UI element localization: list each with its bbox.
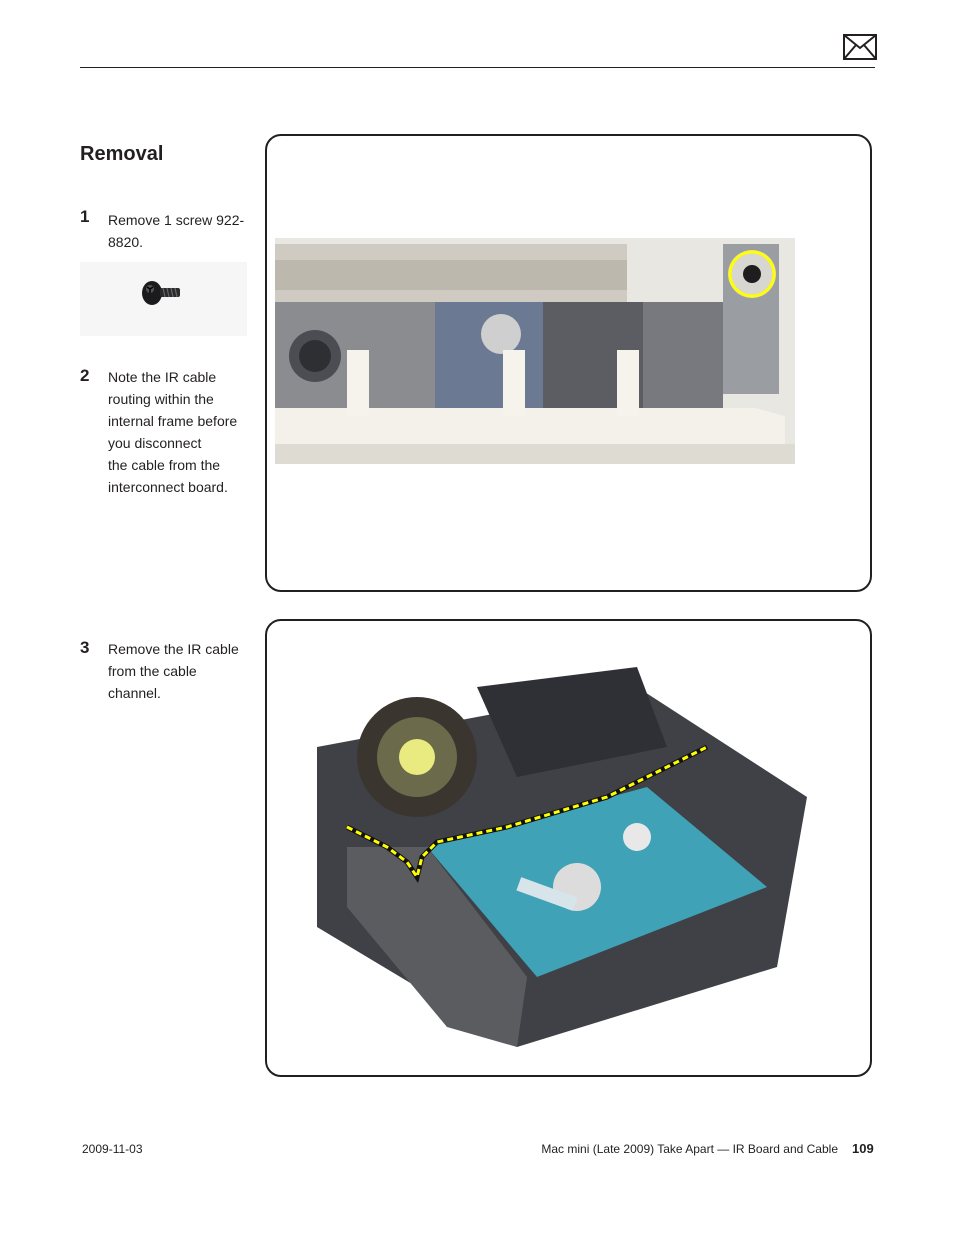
section-title: Removal — [80, 143, 164, 165]
screw-icon — [142, 281, 180, 305]
step-1-number: 1 — [80, 207, 90, 226]
envelope-icon[interactable] — [843, 34, 877, 60]
ir-board-photo-frame — [265, 134, 872, 592]
ir-board-photo — [275, 238, 795, 464]
hard-drive-photo-frame — [265, 619, 872, 1077]
header-rule — [80, 67, 875, 68]
step-3-text: Remove the IR cable from the cable chann… — [108, 641, 239, 701]
footer-doc-title: Mac mini (Late 2009) Take Apart — IR Boa… — [541, 1142, 838, 1156]
step-3-number: 3 — [80, 638, 90, 657]
footer-date: 2009-11-03 — [82, 1142, 143, 1156]
page-number: 109 — [852, 1141, 874, 1156]
step-1-text: Remove 1 screw 922- 8820. — [108, 212, 245, 250]
screw-image — [80, 262, 247, 336]
step-2-text: Note the IR cable routing within the int… — [108, 369, 238, 495]
hard-drive-cable-photo — [317, 667, 807, 1047]
step-2-number: 2 — [80, 366, 90, 385]
